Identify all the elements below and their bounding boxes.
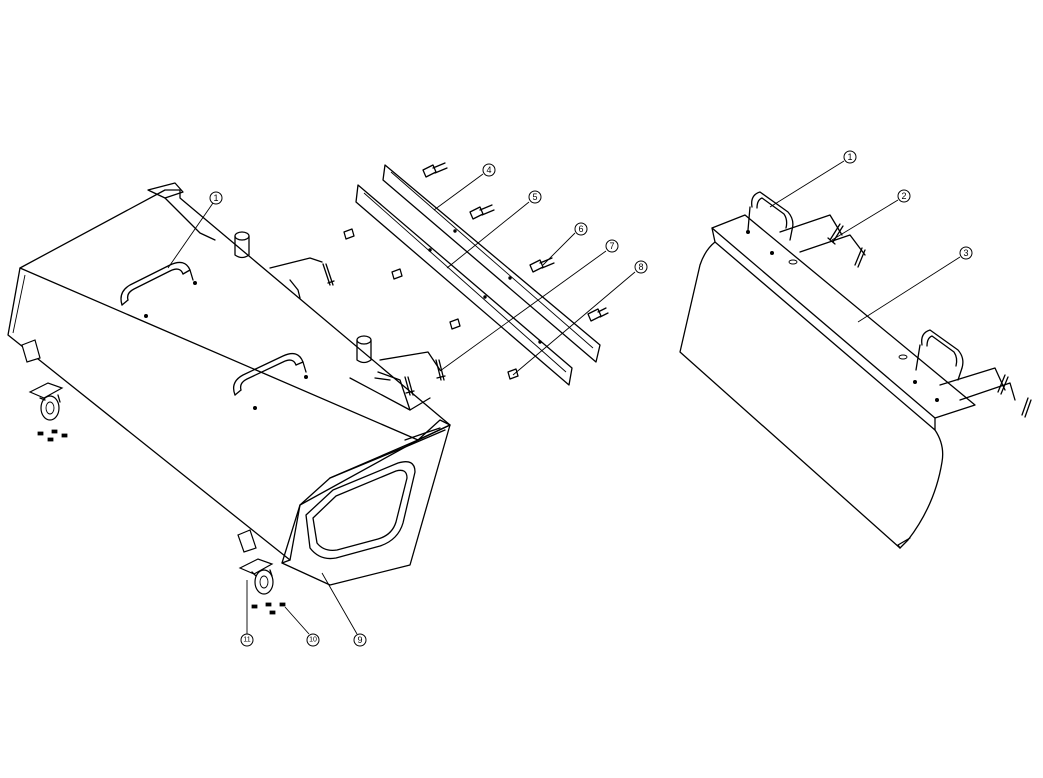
callout-label: 10 [309, 637, 317, 644]
callout-label: 6 [578, 224, 583, 234]
callout-label: 3 [963, 248, 968, 258]
callout-label: 2 [901, 191, 906, 201]
callout-label: 1 [847, 152, 852, 162]
callout-6: 6 [574, 222, 588, 236]
screw-icon [404, 376, 415, 396]
screw-icon [322, 263, 335, 286]
handle-icon [915, 329, 964, 381]
callout-label: 11 [243, 637, 250, 644]
callout-label: 8 [638, 262, 643, 272]
bolt-icon [422, 162, 448, 178]
screw-icon [997, 374, 1009, 395]
callout-11: 11 [240, 633, 254, 647]
hardware-parts [322, 162, 609, 396]
plow-blade [679, 191, 1032, 549]
caster-wheel-icon [28, 382, 68, 442]
callout-1: 1 [209, 191, 223, 205]
clip-icon [343, 228, 519, 380]
callout-label: 7 [609, 241, 614, 251]
callout-8: 8 [634, 260, 648, 274]
callout-label: 5 [532, 192, 537, 202]
handle-icon [747, 191, 794, 241]
handle-icon [232, 352, 308, 410]
callout-3: 3 [959, 246, 973, 260]
callout-7: 7 [605, 239, 619, 253]
handle-icon [120, 261, 197, 318]
bolt-icon [529, 257, 555, 273]
callout-label: 1 [213, 193, 218, 203]
callout-2: 2 [897, 189, 911, 203]
callout-1-blade: 1 [843, 150, 857, 164]
callout-4: 4 [482, 163, 496, 177]
callout-label: 9 [357, 635, 362, 645]
screw-icon [827, 223, 844, 245]
screw-icon [1021, 397, 1032, 418]
screw-icon [854, 247, 866, 268]
pipe-fitting [234, 231, 372, 364]
callout-5: 5 [528, 190, 542, 204]
caster-wheel-icon [238, 558, 286, 615]
bolt-icon [469, 204, 495, 220]
sweeper-housing [7, 182, 451, 615]
callout-label: 4 [486, 165, 491, 175]
callout-9: 9 [353, 633, 367, 647]
callout-10: 10 [306, 633, 320, 647]
leader-lines [167, 160, 961, 635]
bolt-icon [587, 307, 609, 322]
